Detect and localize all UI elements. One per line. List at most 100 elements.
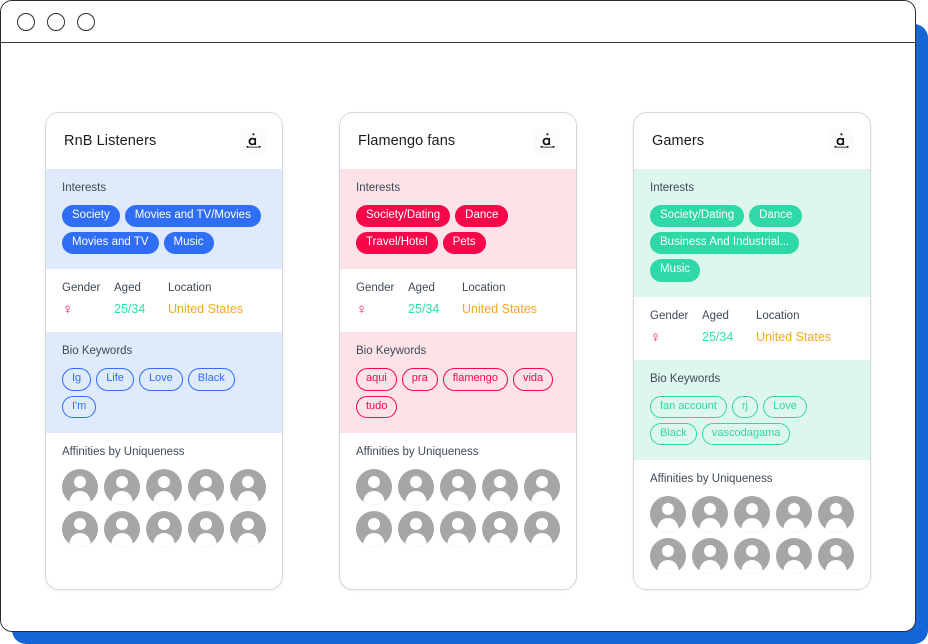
affinities-section: Affinities by Uniqueness <box>634 460 870 590</box>
interest-pill[interactable]: Business And Industrial... <box>650 232 800 255</box>
audiense-logo-icon <box>828 128 854 154</box>
affinity-avatar[interactable] <box>356 510 393 547</box>
location-value: United States <box>756 329 832 344</box>
bio-keyword-pill[interactable]: Love <box>762 395 807 418</box>
affinity-avatar[interactable] <box>733 538 770 575</box>
interest-pill[interactable]: Pets <box>442 232 486 255</box>
bio-keyword-pill[interactable]: I'm <box>62 395 97 418</box>
affinity-avatar[interactable] <box>439 468 476 505</box>
affinity-avatar[interactable] <box>229 510 266 547</box>
interests-label: Interests <box>650 182 695 194</box>
affinity-avatar[interactable] <box>398 510 435 547</box>
interest-pill[interactable]: Dance <box>749 205 803 228</box>
affinity-avatar[interactable] <box>398 468 435 505</box>
bio-keyword-pill[interactable]: Black <box>650 422 697 446</box>
affinity-avatar[interactable] <box>650 538 687 575</box>
interest-pill[interactable]: Movies and TV <box>62 232 159 255</box>
bio-keyword-pill[interactable]: vascodagama <box>701 422 791 446</box>
interest-pill[interactable]: Society/Dating <box>650 205 745 228</box>
affinity-avatar[interactable] <box>62 510 99 547</box>
affinity-avatar[interactable] <box>104 510 141 547</box>
affinity-avatar[interactable] <box>733 496 770 533</box>
gender-female-icon: ♀ <box>650 328 662 346</box>
affinity-avatar[interactable] <box>775 538 812 575</box>
maximize-icon[interactable] <box>77 12 95 31</box>
affinity-avatar[interactable] <box>229 468 266 505</box>
interest-pill[interactable]: Travel/Hotel <box>356 232 438 255</box>
interests-label: Interests <box>356 182 401 194</box>
card-header: Gamers <box>634 113 870 169</box>
affinity-avatar[interactable] <box>692 496 729 533</box>
affinity-avatar[interactable] <box>439 510 476 547</box>
bio-keyword-pill[interactable]: fan account <box>650 395 727 418</box>
minimize-icon[interactable] <box>47 12 65 31</box>
bio-keyword-pill[interactable]: Ig <box>62 368 92 391</box>
affinity-avatar[interactable] <box>145 510 182 547</box>
interest-pill[interactable]: Dance <box>455 205 509 228</box>
affinity-avatar[interactable] <box>481 510 518 547</box>
close-icon[interactable] <box>17 12 35 31</box>
bio-keyword-pill[interactable]: tudo <box>356 395 398 418</box>
affinities-section: Affinities by Uniqueness <box>340 432 576 562</box>
bio-keywords-label: Bio Keywords <box>62 345 133 358</box>
location-label: Location <box>756 309 800 322</box>
gender-female-icon: ♀ <box>62 301 74 319</box>
interest-pill[interactable]: Society <box>62 205 120 228</box>
location-value: United States <box>168 302 244 317</box>
bio-keyword-pill[interactable]: vida <box>512 368 554 391</box>
bio-keyword-pill[interactable]: Black <box>187 368 235 391</box>
gender-label: Gender <box>650 309 689 322</box>
affinity-avatar[interactable] <box>775 496 812 533</box>
affinity-avatar[interactable] <box>817 538 854 575</box>
affinity-avatar[interactable] <box>187 510 224 547</box>
affinity-avatar[interactable] <box>145 468 182 505</box>
audiense-logo-icon <box>240 128 266 154</box>
bio-keyword-pill[interactable]: Love <box>138 368 183 391</box>
card-title: Gamers <box>652 133 705 149</box>
card-header: Flamengo fans <box>340 113 576 169</box>
bio-keyword-pill[interactable]: Life <box>96 368 134 391</box>
affinity-avatar[interactable] <box>481 468 518 505</box>
affinity-avatar[interactable] <box>356 468 393 505</box>
affinities-label: Affinities by Uniqueness <box>356 445 479 458</box>
affinity-avatar[interactable] <box>187 468 224 505</box>
bio-keyword-pill[interactable]: aqui <box>356 368 397 391</box>
bio-keyword-pill[interactable]: flamengo <box>442 368 508 391</box>
interest-pill[interactable]: Society/Dating <box>356 205 451 228</box>
card-title: RnB Listeners <box>64 133 157 149</box>
aged-label: Aged <box>408 282 435 295</box>
affinities-label: Affinities by Uniqueness <box>62 445 185 458</box>
affinity-avatar[interactable] <box>62 468 99 505</box>
affinity-avatar[interactable] <box>523 510 560 547</box>
affinity-avatar[interactable] <box>650 496 687 533</box>
affinity-avatar[interactable] <box>692 538 729 575</box>
demo-gender: Gender ♀ <box>62 282 114 317</box>
affinities-avatar-grid <box>356 468 560 547</box>
affinity-avatar[interactable] <box>523 468 560 505</box>
interest-pill[interactable]: Music <box>163 232 214 255</box>
gender-label: Gender <box>62 282 101 295</box>
interest-pill[interactable]: Movies and TV/Movies <box>124 205 261 228</box>
affinities-section: Affinities by Uniqueness <box>46 432 282 562</box>
affinity-avatar[interactable] <box>104 468 141 505</box>
bio-keyword-pill[interactable]: rj <box>731 395 758 418</box>
interest-pill[interactable]: Music <box>650 259 701 282</box>
affinity-avatar[interactable] <box>817 496 854 533</box>
bio-keyword-pill[interactable]: pra <box>401 368 438 391</box>
affinities-avatar-grid <box>650 496 854 575</box>
